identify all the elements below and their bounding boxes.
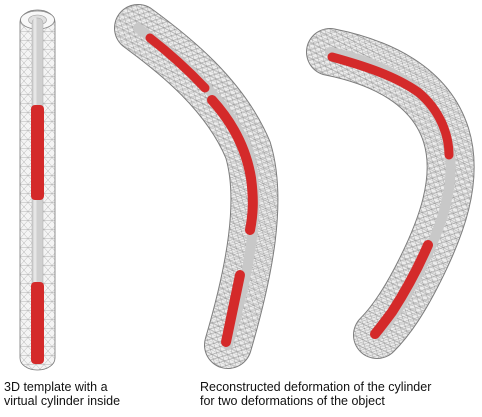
template-caption: 3D template with a virtual cylinder insi… — [4, 380, 120, 408]
deformation-caption-line-2: for two deformations of the object — [200, 394, 431, 408]
virtual-cylinder — [31, 18, 44, 364]
template-caption-line-1: 3D template with a — [4, 380, 120, 394]
deformed-object-1 — [138, 28, 254, 345]
template-caption-line-2: virtual cylinder inside — [4, 394, 120, 408]
deformation-caption: Reconstructed deformation of the cylinde… — [200, 380, 431, 408]
red-segment — [31, 105, 44, 200]
red-segment — [31, 282, 44, 364]
deformed-object-2 — [330, 52, 451, 335]
figure-canvas — [0, 0, 482, 372]
deformation-caption-line-1: Reconstructed deformation of the cylinde… — [200, 380, 431, 394]
template-object — [20, 10, 55, 370]
